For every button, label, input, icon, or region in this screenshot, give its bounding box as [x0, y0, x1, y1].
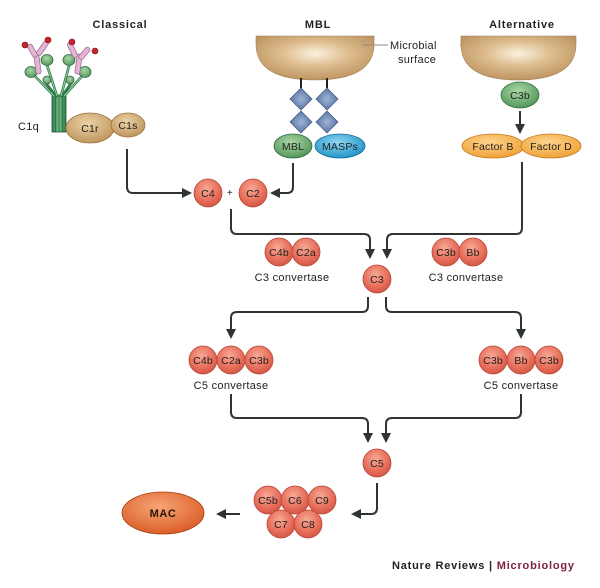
- arrow-c5-to-mac-components: [351, 483, 378, 519]
- arrow-c3-to-c5-convertase-classical: [226, 297, 369, 339]
- c6-label: C6: [288, 495, 302, 507]
- arrow-factors-to-c3: [382, 162, 523, 259]
- microbial-surface-label-line2: surface: [398, 54, 436, 66]
- c9-label: C9: [315, 495, 329, 507]
- mac-components: C5b C6 C9 C7 C8: [253, 485, 337, 539]
- mbl-label: MBL: [282, 141, 304, 153]
- c3b-molecule-alternative: C3b: [500, 81, 540, 109]
- c3b-label-c5-alt-2: C3b: [539, 355, 559, 367]
- microbial-surface-label-line1: Microbial: [390, 40, 437, 52]
- c3-convertase-classical: C4b C2a C3 convertase: [255, 237, 330, 284]
- c1r-molecule: C1r: [65, 112, 115, 144]
- classical-pathway-title: Classical: [93, 19, 148, 31]
- factor-d-molecule: Factor D: [520, 133, 582, 159]
- arrow-c4c2-to-c3: [230, 209, 375, 259]
- plus-sign: +: [227, 188, 233, 199]
- factor-b-label: Factor B: [472, 141, 513, 153]
- c5b-label: C5b: [258, 495, 278, 507]
- bb-label: Bb: [466, 247, 479, 259]
- mac-complex: MAC: [121, 491, 205, 535]
- microbial-surface-alternative: [460, 35, 577, 81]
- c3-convertase-classical-label: C3 convertase: [255, 272, 330, 284]
- c2-molecule: C2: [238, 178, 268, 208]
- mac-label: MAC: [150, 508, 177, 520]
- c5-label: C5: [370, 458, 384, 470]
- alternative-pathway-title: Alternative: [489, 19, 555, 31]
- masps-molecule: MASPs: [314, 133, 366, 159]
- c8-label: C8: [301, 519, 315, 531]
- journal-credit: Nature Reviews | Microbiology: [392, 560, 575, 572]
- c3-label: C3: [370, 274, 384, 286]
- arrow-c5-convertase-alternative-to-c5: [381, 394, 522, 443]
- c3-convertase-alternative: C3b Bb C3 convertase: [429, 237, 504, 284]
- arrow-c1-to-c4: [126, 149, 192, 198]
- mbl-pathway-title: MBL: [305, 19, 331, 31]
- c5-convertase-classical-label: C5 convertase: [194, 380, 269, 392]
- c5-molecule: C5: [362, 448, 392, 478]
- c4b-label-c5: C4b: [193, 355, 213, 367]
- c3b-label-alternative: C3b: [510, 90, 530, 102]
- c1q-label: C1q: [18, 121, 39, 133]
- c4-molecule: C4: [193, 178, 223, 208]
- c2-label: C2: [246, 188, 260, 200]
- arrow-c5-convertase-classical-to-c5: [230, 394, 373, 443]
- c3b-label: C3b: [436, 247, 456, 259]
- c5-convertase-classical: C4b C2a C3b C5 convertase: [188, 345, 274, 392]
- journal-separator: |: [485, 560, 497, 572]
- c2a-label: C2a: [296, 247, 316, 259]
- c5-convertase-alternative: C3b Bb C3b C5 convertase: [478, 345, 564, 392]
- arrow-c3-to-c5-convertase-alternative: [385, 297, 526, 339]
- bb-label-c5: Bb: [514, 355, 527, 367]
- arrow-mbl-to-c2: [270, 163, 294, 198]
- c3b-label-c5-classical: C3b: [249, 355, 269, 367]
- c4-label: C4: [201, 188, 215, 200]
- mbl-carbohydrate-recognition-domains: [289, 87, 339, 134]
- c1s-molecule: C1s: [110, 112, 146, 138]
- c4b-label: C4b: [269, 247, 289, 259]
- antibody-icon: [21, 36, 99, 75]
- mbl-molecule: MBL: [273, 133, 313, 159]
- c3b-label-c5-alt-1: C3b: [483, 355, 503, 367]
- journal-name: Nature Reviews: [392, 560, 486, 572]
- c1s-label: C1s: [118, 120, 137, 132]
- c7-label: C7: [274, 519, 288, 531]
- c1r-label: C1r: [81, 123, 99, 135]
- c3-molecule: C3: [362, 264, 392, 294]
- c1q-molecule: [24, 54, 92, 133]
- c3-convertase-alternative-label: C3 convertase: [429, 272, 504, 284]
- masps-label: MASPs: [322, 141, 358, 153]
- factor-b-molecule: Factor B: [461, 133, 525, 159]
- c5-convertase-alternative-label: C5 convertase: [484, 380, 559, 392]
- microbial-surface-mbl: [255, 35, 375, 81]
- mbl-stalks: [300, 78, 328, 88]
- subjournal-name: Microbiology: [496, 560, 575, 572]
- factor-d-label: Factor D: [530, 141, 572, 153]
- c2a-label-c5: C2a: [221, 355, 241, 367]
